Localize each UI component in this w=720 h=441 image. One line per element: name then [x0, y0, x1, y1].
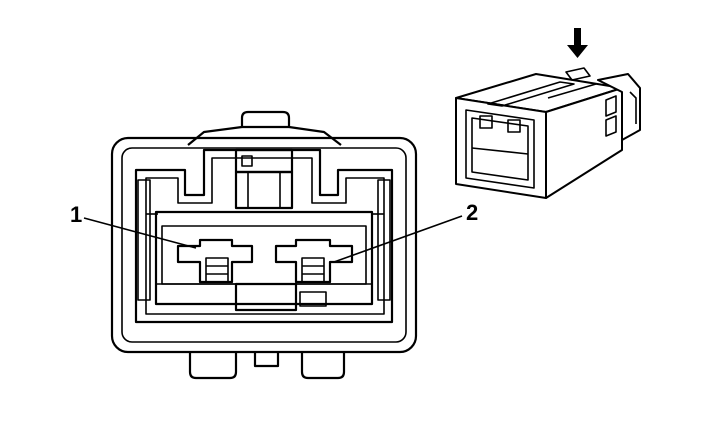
down-arrow-icon	[567, 28, 588, 58]
pin-callout-1: 1	[70, 202, 197, 249]
pin-callout-2: 2	[333, 200, 478, 263]
connector-front-view	[110, 110, 418, 380]
pin-label-1: 1	[70, 202, 82, 227]
pin-label-2: 2	[466, 200, 478, 225]
connector-isometric-view	[455, 28, 641, 199]
